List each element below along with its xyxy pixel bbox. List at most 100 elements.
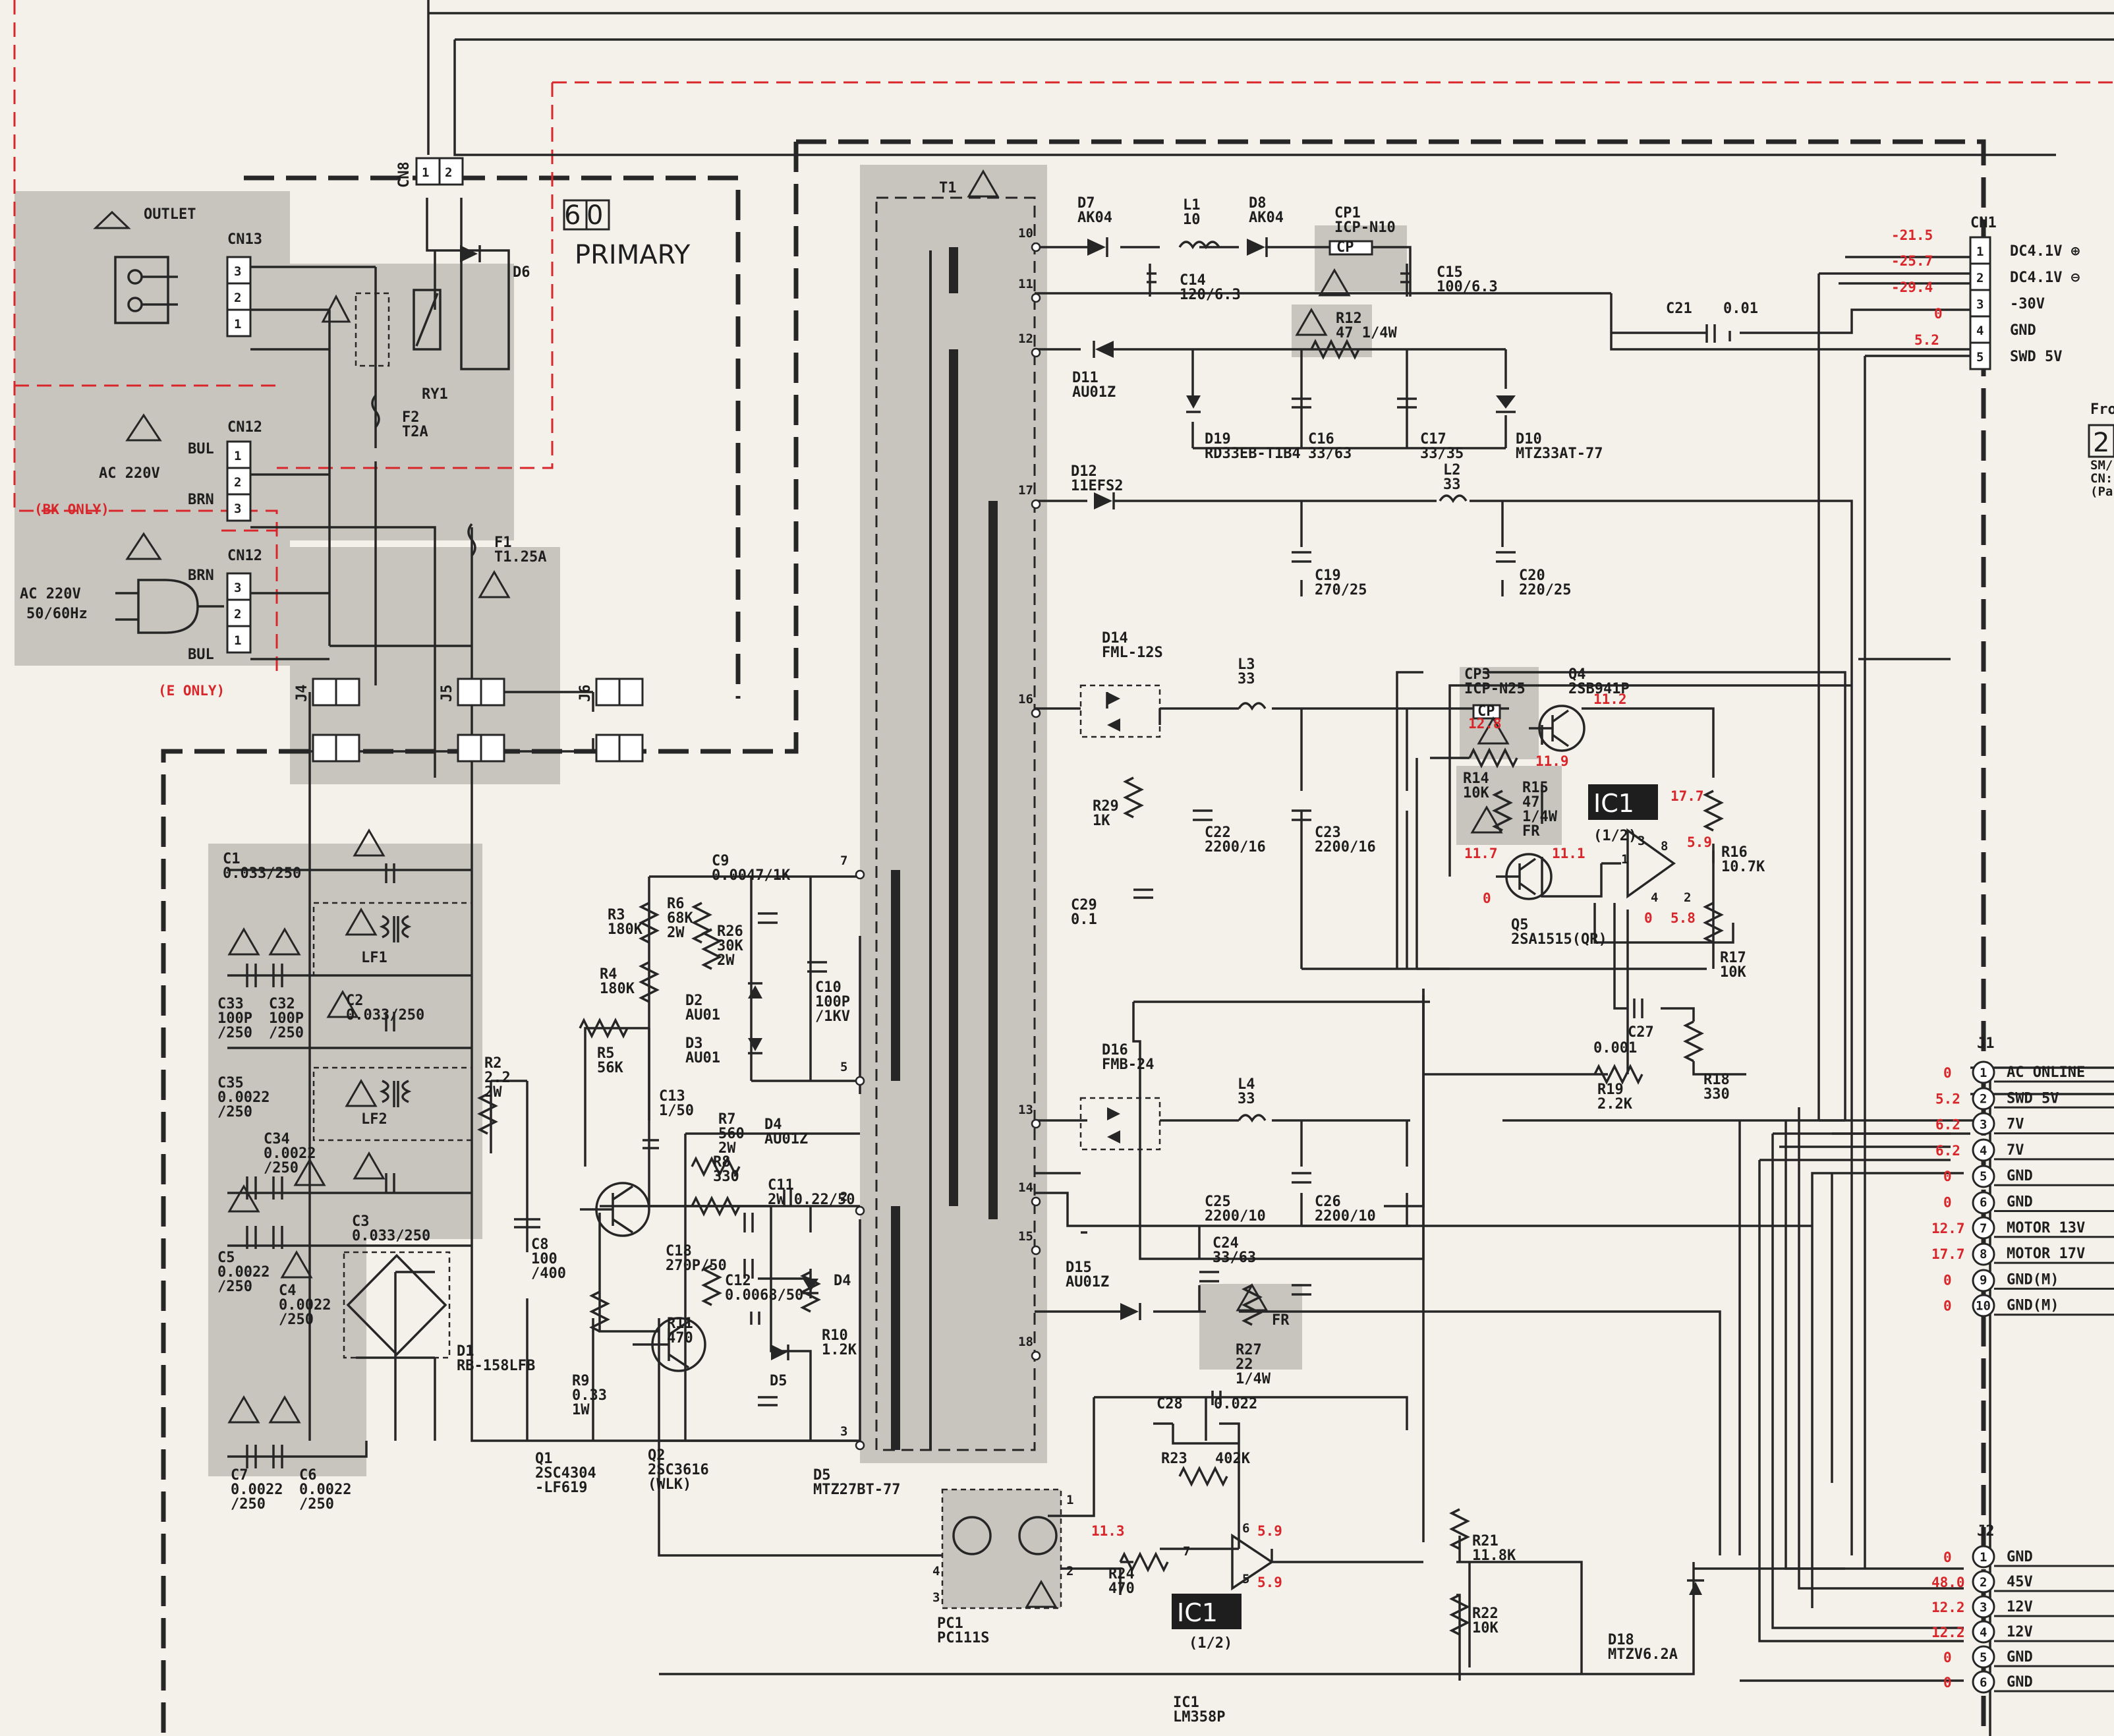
ic1-b-text: IC1 <box>1177 1598 1218 1627</box>
ic-pin: 8 <box>1661 839 1668 854</box>
component-labels: F2T2AF1T1.25ARY1D6C10.033/250LF1LF2C20.0… <box>217 180 1765 1725</box>
label-c12: 0.0068/50 <box>725 1287 803 1304</box>
svg-text:5.9: 5.9 <box>1687 834 1712 850</box>
j1-pin: 10 <box>1976 1299 1991 1314</box>
svg-text:1: 1 <box>1976 245 1984 259</box>
label-r8: R8 <box>713 1154 731 1171</box>
svg-text:SM/: SM/ <box>2090 458 2113 473</box>
ic1-b-half: (1/2) <box>1189 1635 1232 1652</box>
connector-boxes <box>226 157 1991 763</box>
cn1-rows: -21.5 1 DC4.1V ⊕ -25.7 2 DC4.1V ⊖ -29.4 … <box>1891 227 2080 365</box>
label-q2: 2SC3616 <box>648 1462 709 1478</box>
label-c23: C23 <box>1315 825 1341 841</box>
label-lf1: LF1 <box>361 950 387 966</box>
e-only-note: (E ONLY) <box>158 683 225 699</box>
label-c10: 100P <box>815 994 850 1010</box>
label-d8: AK04 <box>1249 210 1284 226</box>
section-title: PRIMARY <box>575 240 691 270</box>
label-r2: 2W <box>484 1084 502 1101</box>
j1-pin: 5 <box>1980 1169 1987 1184</box>
transformer-pin: 11 <box>1018 277 1033 291</box>
svg-text:-25.7: -25.7 <box>1891 253 1933 269</box>
label-l4: 33 <box>1238 1091 1255 1107</box>
label-ry1: RY1 <box>422 386 448 403</box>
label-r29: R29 <box>1093 798 1119 815</box>
label-r4: R4 <box>600 966 617 983</box>
j2-pin: 2 <box>1980 1575 1987 1590</box>
label-r6: 2W <box>667 925 685 941</box>
label-l3: L3 <box>1238 656 1255 673</box>
resistors <box>477 339 1724 1636</box>
pc-pin: 1 <box>1066 1493 1073 1507</box>
j1-voltage: 12.7 <box>1931 1221 1965 1236</box>
label-r12: R12 <box>1336 310 1362 327</box>
label-r15: R15 <box>1522 780 1549 796</box>
j2-pin: 6 <box>1980 1675 1987 1690</box>
label-r23: R23 <box>1161 1451 1187 1467</box>
ic1-label-box-a <box>1588 784 1658 820</box>
svg-text:(Pa: (Pa <box>2090 484 2113 499</box>
ic-pin: 7 <box>1183 1544 1190 1559</box>
side-note-box <box>2088 424 2114 458</box>
section-number-digit-0: 0 <box>586 200 603 231</box>
shaded-regions <box>14 165 1562 1608</box>
j1-pin: 6 <box>1980 1196 1987 1210</box>
svg-text:DC4.1V ⊕: DC4.1V ⊕ <box>2010 243 2080 260</box>
label-c34: C34 <box>264 1131 290 1147</box>
transformer-pin: 2 <box>840 1190 847 1204</box>
side-note-num: 2 <box>2093 428 2109 458</box>
label-c5: C5 <box>217 1250 235 1266</box>
label-c26: 2200/10 <box>1315 1208 1376 1225</box>
label-d7: D7 <box>1077 195 1095 212</box>
label-c33: C33 <box>217 996 244 1012</box>
transformer-pin: 15 <box>1018 1229 1033 1244</box>
label-r7: 2W <box>718 1140 736 1157</box>
label-c1: C1 <box>223 851 241 867</box>
label-q2: Q2 <box>648 1447 666 1464</box>
svg-text:SWD 5V: SWD 5V <box>2010 349 2062 365</box>
j1-pin: 9 <box>1980 1273 1987 1287</box>
svg-text:3: 3 <box>234 581 241 595</box>
cn12-e-freq: 50/60Hz <box>26 606 88 622</box>
label-r10: R10 <box>822 1327 848 1344</box>
label-c7: C7 <box>231 1467 248 1484</box>
label-d18: D18 <box>1608 1632 1634 1648</box>
label-d16: D16 <box>1102 1042 1128 1058</box>
j1-signal: MOTOR 13V <box>2007 1220 2085 1236</box>
label-c35: 0.0022 <box>217 1089 270 1106</box>
j1-pin: 2 <box>1980 1091 1987 1106</box>
label-d2: D2 <box>685 993 703 1009</box>
transformer-pin: 5 <box>840 1060 847 1074</box>
j1-signal: 7V <box>2007 1116 2024 1133</box>
label-r18: 330 <box>1703 1086 1730 1103</box>
label-cp1: ICP-N10 <box>1334 219 1396 236</box>
label-c7: /250 <box>231 1496 266 1513</box>
label-c29: 0.1 <box>1071 911 1097 928</box>
label-c20: 220/25 <box>1519 582 1571 598</box>
label-c28v: 0.022 <box>1214 1396 1257 1412</box>
svg-text:BRN: BRN <box>188 567 214 584</box>
label-d10: MTZ33AT-77 <box>1516 446 1603 462</box>
svg-text:5.9: 5.9 <box>1257 1575 1282 1590</box>
wiring <box>227 0 2114 1736</box>
photocoupler-pc1 <box>941 1488 1062 1609</box>
label-c27: C27 <box>1628 1024 1654 1041</box>
svg-text:1: 1 <box>234 633 241 648</box>
ic-pin: 2 <box>1684 890 1691 905</box>
label-d3: AU01 <box>685 1050 720 1066</box>
j2-pin: 4 <box>1980 1625 1987 1640</box>
svg-text:5: 5 <box>1976 350 1984 364</box>
transformer-pin: 17 <box>1018 483 1033 498</box>
svg-text:CN:: CN: <box>2090 471 2113 486</box>
j1-voltage: 0 <box>1943 1298 1952 1314</box>
transformer-pin: 12 <box>1018 332 1033 346</box>
label-d1: D1 <box>457 1343 474 1360</box>
label-d2: AU01 <box>685 1007 720 1024</box>
pc-pin: 4 <box>932 1564 940 1578</box>
label-c33: /250 <box>217 1025 252 1041</box>
j2-voltage: 12.2 <box>1931 1625 1965 1640</box>
label-r2: 2.2 <box>484 1070 511 1086</box>
label-r14: R14 <box>1463 770 1489 787</box>
svg-text:0: 0 <box>1644 910 1653 926</box>
j2-signal: 12V <box>2007 1624 2033 1640</box>
